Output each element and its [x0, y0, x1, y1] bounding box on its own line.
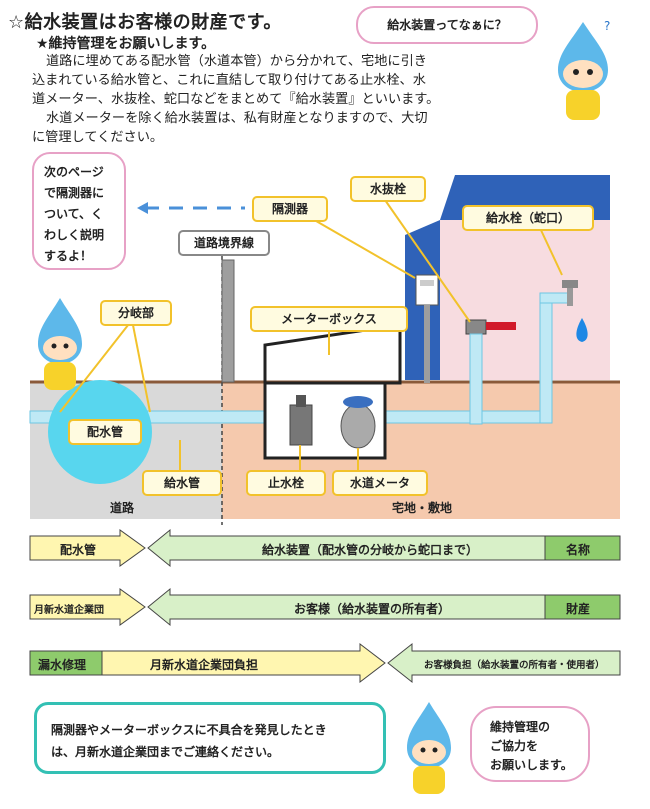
road-boundary-label: 道路境界線 [178, 230, 270, 256]
service-pipe-label: 給水管 [142, 470, 222, 496]
road-caption: 道路 [110, 501, 135, 515]
meter-sensor-shape [415, 274, 439, 306]
repair-row-right-text: お客様負担（給水装置の所有者・使用者） [424, 660, 605, 671]
intro-paragraph: 道路に埋めてある配水管（水道本管）から分かれて、宅地に引き 込まれている給水管と… [32, 52, 547, 147]
contact-notice: 隔測器やメーターボックスに不具合を発見したとき は、月新水道企業団までご連絡くだ… [34, 702, 386, 774]
side-speech-bubble: 次のページ で隔測器に ついて、く わしく説明 するよ！ [32, 152, 126, 270]
water-meter-shape [340, 403, 376, 449]
callout-drain [384, 199, 471, 323]
stop-valve-handle [296, 395, 306, 407]
main-pipe-label: 配水管 [68, 419, 142, 445]
meter-box-label: メーターボックス [250, 306, 408, 332]
name-row-tag [544, 535, 621, 561]
name-row-left-arrow [29, 529, 146, 567]
drain-valve-label: 水抜栓 [350, 176, 426, 202]
intro-line-2: 込まれている給水管と、これに直結して取り付けてある止水栓、水 [32, 73, 426, 88]
callout-branch-b [131, 319, 151, 413]
repair-row-left-arrow [101, 642, 386, 684]
arrow-left-head [137, 202, 148, 214]
side-bubble-line-1: 次のページ [44, 165, 104, 179]
stop-valve-shape [289, 404, 313, 446]
water-drop-character-icon: ? [558, 19, 610, 120]
branch-label: 分岐部 [100, 300, 172, 326]
house-wall [440, 220, 610, 380]
service-pipe-riser [539, 292, 553, 424]
name-row-right-text: 名称 [566, 543, 591, 557]
property-row-left-text: 月新水道企業団 [34, 605, 104, 616]
bottom-bubble-line-1: 維持管理の [490, 720, 551, 734]
callout-branch-a [59, 319, 133, 413]
side-bubble-line-4: わしく説明 [44, 228, 105, 242]
water-drop-character-bottom-icon [407, 702, 451, 794]
boundary-post [221, 259, 235, 383]
name-row-left-text: 配水管 [60, 543, 97, 557]
page-subtitle: ★維持管理をお願いします。 [36, 36, 216, 52]
contact-notice-line-2: は、月新水道企業団までご連絡ください。 [51, 745, 280, 759]
water-drop-icon [576, 318, 588, 342]
faucet-handle [562, 280, 578, 288]
contact-notice-line-1: 隔測器やメーターボックスに不具合を発見したとき [51, 723, 327, 737]
water-meter-label: 水道メータ [332, 470, 428, 496]
water-drop-character-left-icon [38, 298, 82, 390]
property-row-middle-text: お客様（給水装置の所有者） [294, 602, 451, 616]
intro-line-5: に管理してください。 [32, 130, 164, 145]
top-bubble-text: 給水装置ってなぁに？ [387, 18, 507, 32]
intro-line-4: 水道メーターを除く給水装置は、私有財産となりますので、大切 [46, 111, 428, 126]
property-row-tag [544, 594, 621, 620]
water-meter-cap [343, 396, 373, 408]
residence-caption: 宅地・敷地 [392, 501, 453, 515]
property-row-right-text: 財産 [566, 602, 591, 616]
svg-text:?: ? [604, 19, 610, 33]
name-row-middle-text: 給水装置（配水管の分岐から蛇口まで） [262, 543, 479, 557]
repair-row-right-arrow [387, 642, 621, 684]
top-speech-bubble: 給水装置ってなぁに？ [356, 6, 538, 44]
meter-box-lid [263, 323, 402, 385]
meter-sensor-display [420, 280, 434, 286]
faucet-label: 給水栓（蛇口） [462, 205, 594, 231]
residence-label-band [222, 495, 620, 519]
property-row-left-arrow [29, 588, 146, 626]
faucet-spout [567, 288, 573, 306]
bottom-bubble-line-2: ご協力を [490, 739, 539, 753]
bottom-bubble-line-3: お願いします。 [490, 758, 573, 772]
drain-valve-pipe [469, 333, 483, 425]
callout-faucet [539, 227, 563, 276]
side-bubble-line-5: するよ！ [44, 249, 93, 263]
meter-sensor-label: 隔測器 [252, 196, 328, 222]
repair-row-middle-text: 月新水道企業団負担 [150, 658, 259, 672]
repair-row-tag [29, 650, 103, 676]
responsibility-bars [29, 528, 621, 684]
meter-sensor-pole [424, 305, 430, 383]
service-pipe-top [539, 292, 571, 304]
intro-line-1: 道路に埋めてある配水管（水道本管）から分かれて、宅地に引き [46, 54, 427, 69]
bottom-speech-bubble: 維持管理の ご協力を お願いします。 [470, 706, 590, 782]
drain-valve-lever [486, 322, 516, 330]
side-bubble-line-2: で隔測器に [44, 186, 105, 200]
side-bubble-line-3: ついて、く [44, 207, 104, 221]
repair-row-left-text: 漏水修理 [38, 658, 87, 672]
page-title: ☆給水装置はお客様の財産です。 [8, 12, 282, 33]
intro-line-3: 道メーター、水抜栓、蛇口などをまとめて『給水装置』といいます。 [32, 92, 440, 107]
stop-valve-label: 止水栓 [246, 470, 326, 496]
road-label-band [30, 495, 222, 519]
